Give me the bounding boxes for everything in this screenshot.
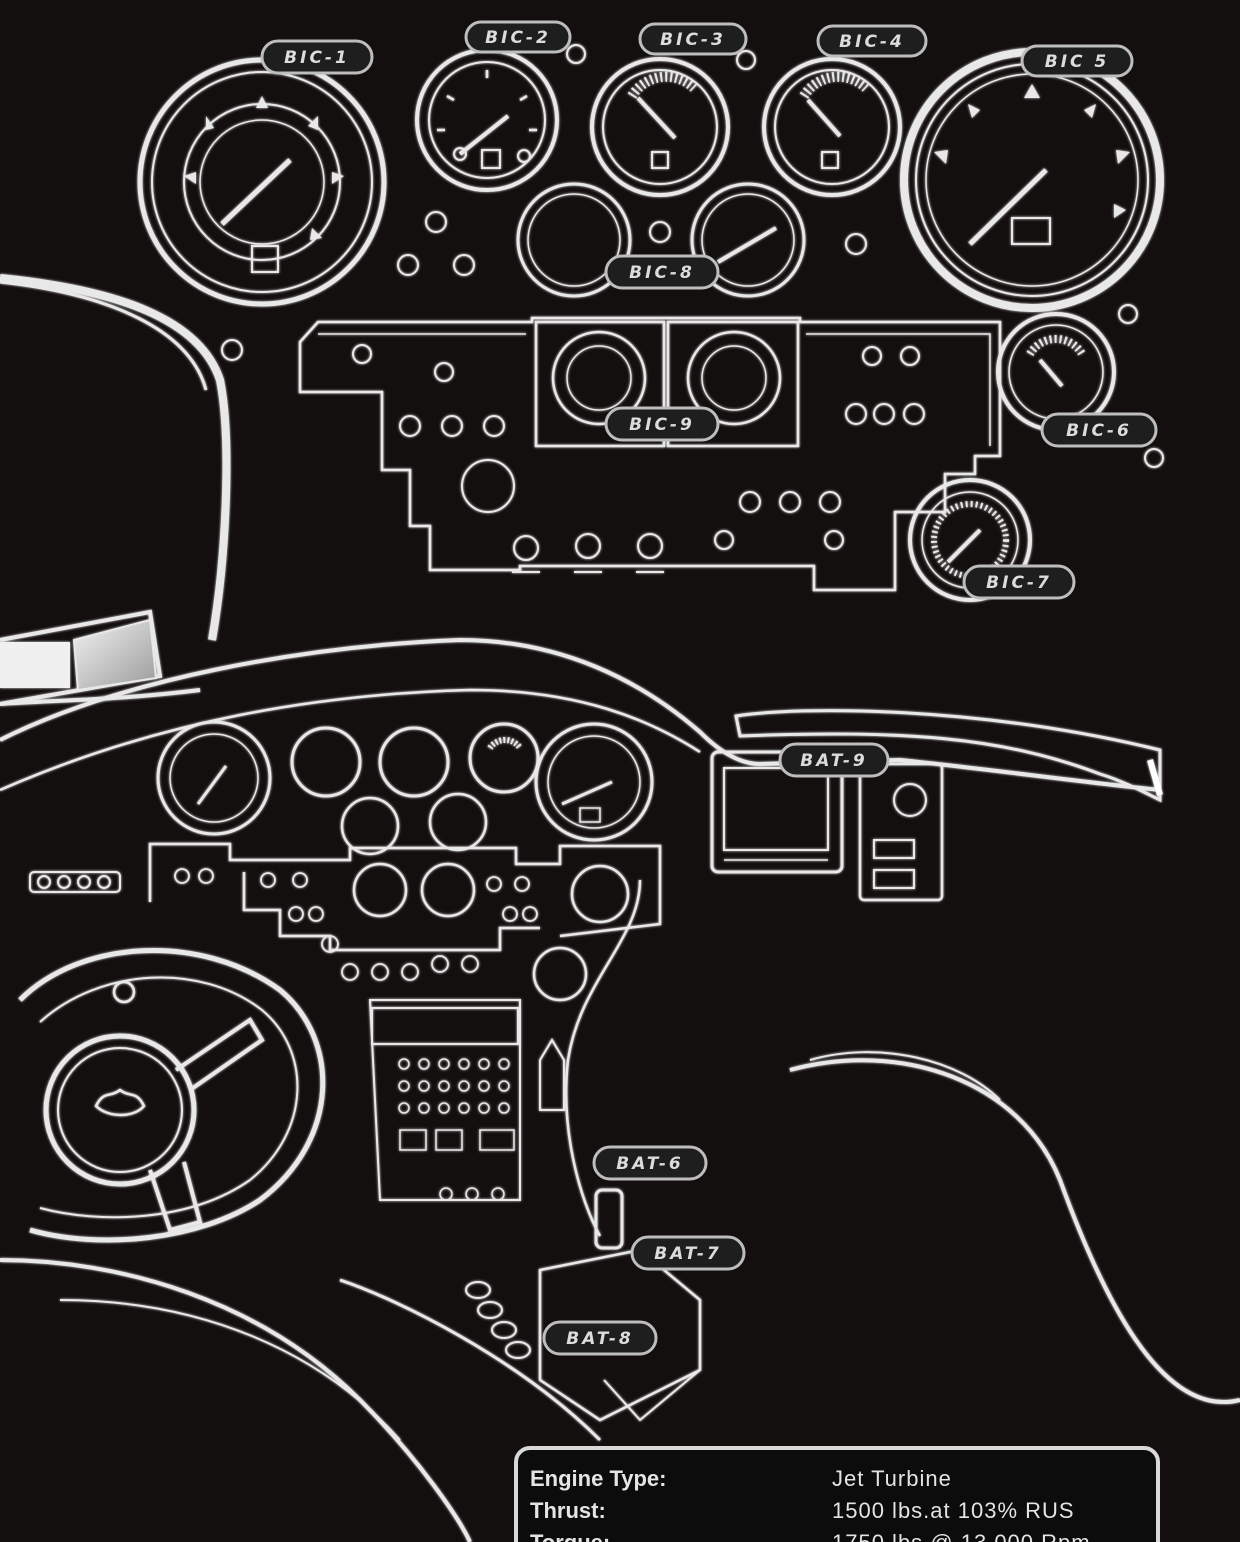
dash-buttons	[174, 868, 538, 981]
label-bat9: BAT-9	[778, 742, 890, 778]
bic5-tick-marks	[934, 84, 1130, 218]
label-bic7: BIC-7	[962, 564, 1076, 600]
label-pills: BIC-1 BIC-2 BIC-3 BIC-4 BIC 5 BIC-8 BIC-…	[260, 20, 1158, 1356]
svg-text:BIC-4: BIC-4	[839, 32, 905, 52]
svg-text:BAT-6: BAT-6	[616, 1154, 683, 1174]
svg-text:BIC-6: BIC-6	[1066, 421, 1132, 441]
bic4-needle	[806, 98, 842, 138]
label-bic3: BIC-3	[638, 22, 748, 56]
left-switch-bank	[29, 871, 121, 893]
spec-key: Engine Type:	[530, 1466, 667, 1491]
label-bic6: BIC-6	[1040, 412, 1158, 448]
bic5-gauge	[900, 48, 1164, 312]
label-bic9: BIC-9	[604, 406, 720, 442]
label-bic2: BIC-2	[464, 20, 572, 54]
svg-text:BAT-9: BAT-9	[800, 751, 867, 771]
label-bat6: BAT-6	[592, 1145, 708, 1181]
label-bic4: BIC-4	[816, 24, 928, 58]
dashboard	[0, 637, 1240, 1542]
bic3-gauge	[590, 57, 730, 197]
bic2-gauge	[415, 48, 559, 192]
label-bic1: BIC-1	[260, 39, 374, 75]
spec-key: Thrust:	[530, 1498, 606, 1523]
spec-value: Jet Turbine	[832, 1466, 952, 1491]
spec-panel: Engine Type: Jet Turbine Thrust: 1500 lb…	[514, 1446, 1160, 1542]
label-bat8: BAT-8	[542, 1320, 658, 1356]
label-bic5: BIC 5	[1020, 44, 1134, 78]
console-keypad	[398, 1058, 515, 1201]
bic8-gauges	[516, 182, 806, 298]
bic1-needle	[220, 158, 292, 226]
label-bat7: BAT-7	[630, 1235, 746, 1271]
steering-wheel	[18, 948, 326, 1243]
bic3-needle	[636, 96, 677, 140]
bic2-needle	[458, 114, 510, 156]
svg-text:BIC-1: BIC-1	[284, 48, 350, 68]
svg-text:BIC-3: BIC-3	[660, 30, 726, 50]
dash-gauges	[156, 720, 654, 1002]
svg-text:BIC-7: BIC-7	[986, 573, 1052, 593]
canopy-bulge	[0, 274, 231, 706]
instrument-cluster	[137, 44, 1164, 602]
svg-text:BIC-2: BIC-2	[485, 28, 551, 48]
label-bic8: BIC-8	[604, 254, 720, 290]
toggle-switches	[512, 533, 664, 573]
svg-text:BIC 5: BIC 5	[1045, 52, 1110, 72]
spec-value: 1750 lbs @ 13,000 Rpm	[832, 1530, 1091, 1542]
glow-tile	[72, 618, 158, 692]
svg-text:BAT-8: BAT-8	[566, 1329, 633, 1349]
spec-row: Engine Type: Jet Turbine	[530, 1466, 952, 1491]
bic5-window	[1011, 217, 1051, 245]
spec-row: Torque: 1750 lbs @ 13,000 Rpm	[530, 1530, 1091, 1542]
svg-text:BAT-7: BAT-7	[654, 1244, 721, 1264]
bic4-gauge	[762, 57, 902, 197]
center-panel-outline	[298, 316, 1002, 592]
bic1-gauge	[137, 57, 387, 307]
bic1-tick-marks	[184, 96, 344, 240]
bic1-window	[251, 245, 279, 273]
spec-key: Torque:	[530, 1530, 610, 1542]
svg-text:BIC-8: BIC-8	[629, 263, 695, 283]
spec-value: 1500 lbs.at 103% RUS	[832, 1498, 1075, 1523]
bat9-screen	[710, 750, 844, 874]
dashboard-outline	[0, 637, 1161, 792]
svg-text:BIC-9: BIC-9	[629, 415, 695, 435]
spec-row: Thrust: 1500 lbs.at 103% RUS	[530, 1498, 1075, 1523]
bat8-vents	[465, 1281, 531, 1359]
panel-buttons	[352, 344, 925, 550]
bic5-needle	[968, 168, 1048, 246]
gear-shifter	[538, 1188, 702, 1422]
